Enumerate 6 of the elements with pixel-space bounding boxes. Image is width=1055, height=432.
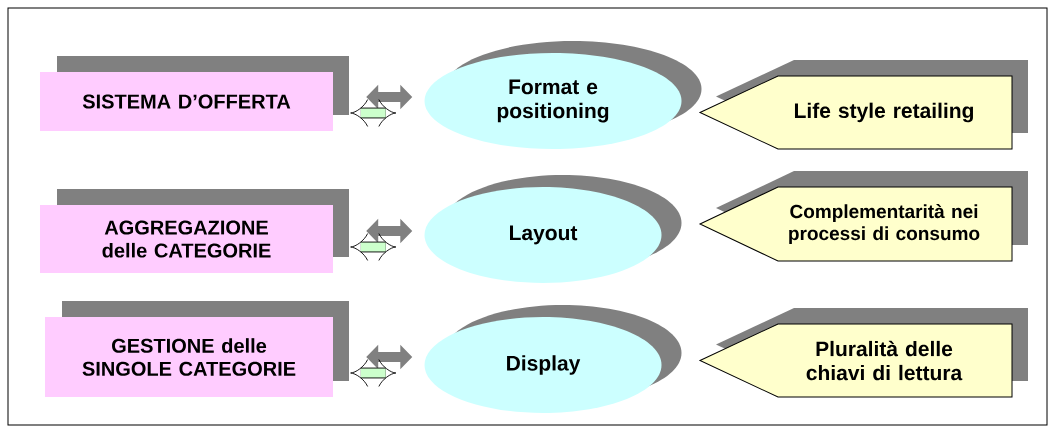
pointer-tag: Complementarità nei processi di consumo bbox=[699, 171, 1028, 262]
pointer-tag: Life style retailing bbox=[699, 60, 1028, 150]
category-box: GESTIONE delle SINGOLE CATEGORIE bbox=[45, 301, 349, 397]
pointer-tag: Pluralità delle chiavi di lettura bbox=[699, 308, 1028, 398]
category-box: AGGREGAZIONE delle CATEGORIE bbox=[40, 189, 349, 273]
category-box: SISTEMA D’OFFERTA bbox=[40, 56, 349, 131]
